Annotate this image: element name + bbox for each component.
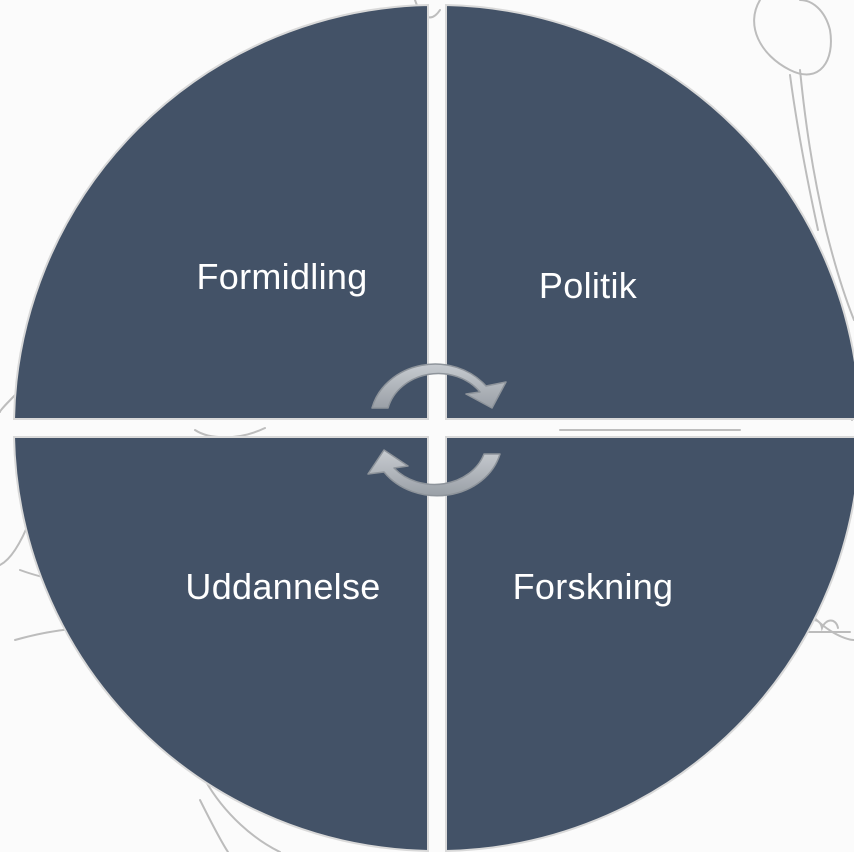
quadrant-bottom-left <box>12 436 429 852</box>
arrow-lower-icon <box>367 449 501 497</box>
quadrant-bottom-right <box>445 436 854 852</box>
quadrant-label-formidling: Formidling <box>196 256 368 297</box>
quadrant-label-politik: Politik <box>538 265 638 306</box>
quadrant-top-right <box>445 3 854 420</box>
cycle-arrows-icon <box>367 363 507 497</box>
arrow-upper-icon <box>371 363 507 409</box>
quadrant-label-uddannelse: Uddannelse <box>185 566 381 607</box>
quadrant-top-left <box>12 3 429 420</box>
quadrant-label-forskning: Forskning <box>512 566 674 607</box>
